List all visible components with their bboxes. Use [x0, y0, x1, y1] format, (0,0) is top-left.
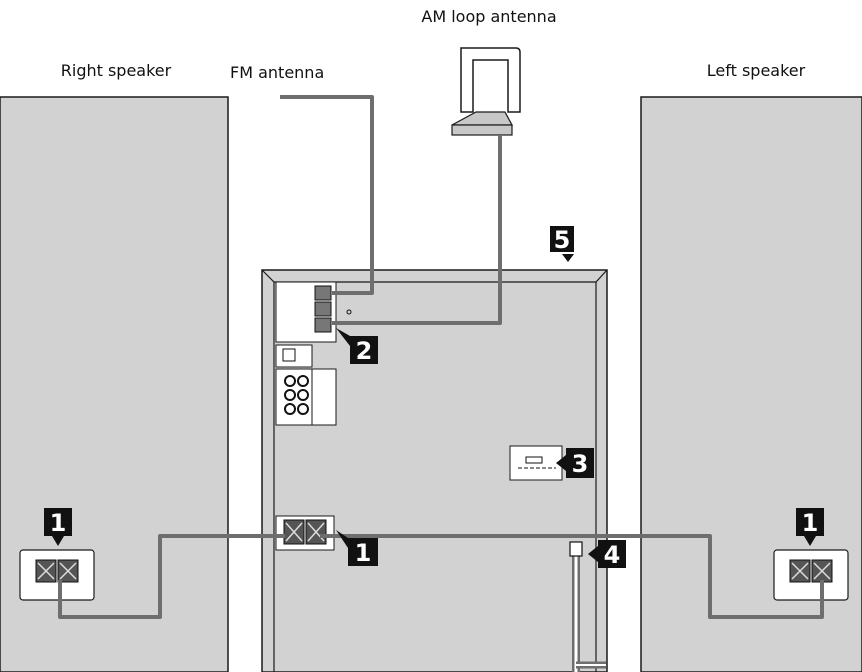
am-loop-antenna	[451, 47, 521, 136]
power-cord-plug	[569, 541, 583, 557]
step-badge-4: 4	[588, 540, 626, 569]
step-badge-1-main: 1	[336, 530, 378, 567]
step-badge-3: 3	[556, 448, 594, 478]
step-number-4: 4	[604, 541, 621, 569]
right-speaker	[0, 96, 229, 672]
main-unit	[261, 269, 608, 672]
step-badge-2: 2	[336, 328, 378, 365]
switch-panel	[275, 344, 313, 368]
label-right-speaker: Right speaker	[61, 61, 172, 80]
rca-jack-panel	[275, 368, 337, 426]
left-speaker-cable	[320, 534, 824, 619]
left-speaker	[640, 96, 862, 672]
main-speaker-terminal	[275, 515, 335, 551]
right-speaker-terminal	[19, 549, 95, 601]
step-number-1-main: 1	[355, 539, 372, 567]
step-number-2: 2	[356, 337, 373, 365]
label-fm-antenna: FM antenna	[230, 63, 324, 82]
step-badge-1-left: 1	[796, 508, 824, 546]
voltage-selector	[509, 445, 563, 481]
antenna-terminal-panel	[275, 281, 352, 343]
right-speaker-cable	[58, 534, 285, 619]
step-badge-1-right: 1	[44, 508, 72, 546]
label-left-speaker: Left speaker	[707, 61, 806, 80]
step-number-5: 5	[554, 226, 571, 254]
step-number-1-right: 1	[50, 509, 67, 537]
am-antenna-wire	[332, 135, 502, 325]
label-am-antenna: AM loop antenna	[421, 7, 556, 26]
step-number-3: 3	[572, 450, 589, 478]
left-speaker-terminal	[773, 549, 849, 601]
fm-antenna-wire	[280, 95, 374, 295]
step-number-1-left: 1	[802, 509, 819, 537]
step-badge-5: 5	[550, 226, 574, 262]
